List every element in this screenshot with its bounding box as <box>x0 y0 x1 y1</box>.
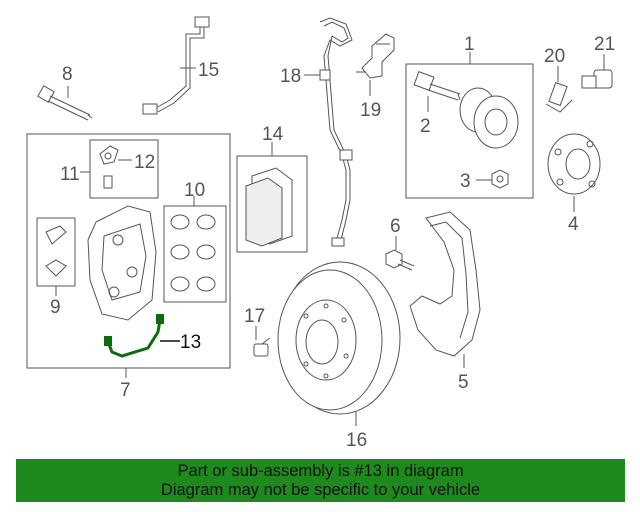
callout-4: 4 <box>568 214 579 235</box>
part-20-sensor[interactable] <box>545 66 573 113</box>
part-7-caliper-assembly[interactable] <box>26 133 231 378</box>
callout-6: 6 <box>390 216 401 237</box>
part-19-bracket[interactable] <box>356 33 395 96</box>
part-14-brake-pads[interactable] <box>236 142 308 253</box>
callout-1: 1 <box>464 34 475 55</box>
callout-13: 13 <box>180 332 201 353</box>
part-4-hub-flange[interactable] <box>547 133 601 212</box>
callout-2: 2 <box>420 116 431 137</box>
part-13-brake-hose[interactable] <box>104 314 180 358</box>
part-6-bolt[interactable] <box>385 236 415 271</box>
part-21-plug[interactable] <box>581 54 613 89</box>
callout-17: 17 <box>244 306 265 327</box>
callout-3: 3 <box>460 171 471 192</box>
part-17-bolt[interactable] <box>253 326 271 357</box>
callout-12: 12 <box>134 152 155 173</box>
callout-21: 21 <box>594 34 615 55</box>
part-8-bolt[interactable] <box>37 85 93 121</box>
banner-line-part: Part or sub-assembly is #13 in diagram <box>177 462 464 480</box>
callout-18: 18 <box>280 66 301 87</box>
part-info-banner: Part or sub-assembly is #13 in diagram D… <box>16 459 625 502</box>
callout-10: 10 <box>184 180 205 201</box>
callout-19: 19 <box>360 100 381 121</box>
banner-line-disclaimer: Diagram may not be specific to your vehi… <box>160 481 481 499</box>
callout-7: 7 <box>120 380 131 401</box>
callout-11: 11 <box>60 164 80 185</box>
callout-20: 20 <box>544 46 565 67</box>
callout-16: 16 <box>346 430 367 451</box>
part-15-sensor-wire[interactable] <box>142 16 210 115</box>
part-5-dust-shield[interactable] <box>409 211 481 368</box>
callout-8: 8 <box>62 64 73 85</box>
callout-15: 15 <box>198 60 219 81</box>
part-16-brake-rotor[interactable] <box>277 261 401 426</box>
callout-5: 5 <box>458 372 469 393</box>
part-18-brake-line[interactable] <box>304 17 353 247</box>
part-1-hub-assembly[interactable] <box>405 52 534 199</box>
callout-14: 14 <box>262 124 284 145</box>
callout-9: 9 <box>50 297 61 318</box>
